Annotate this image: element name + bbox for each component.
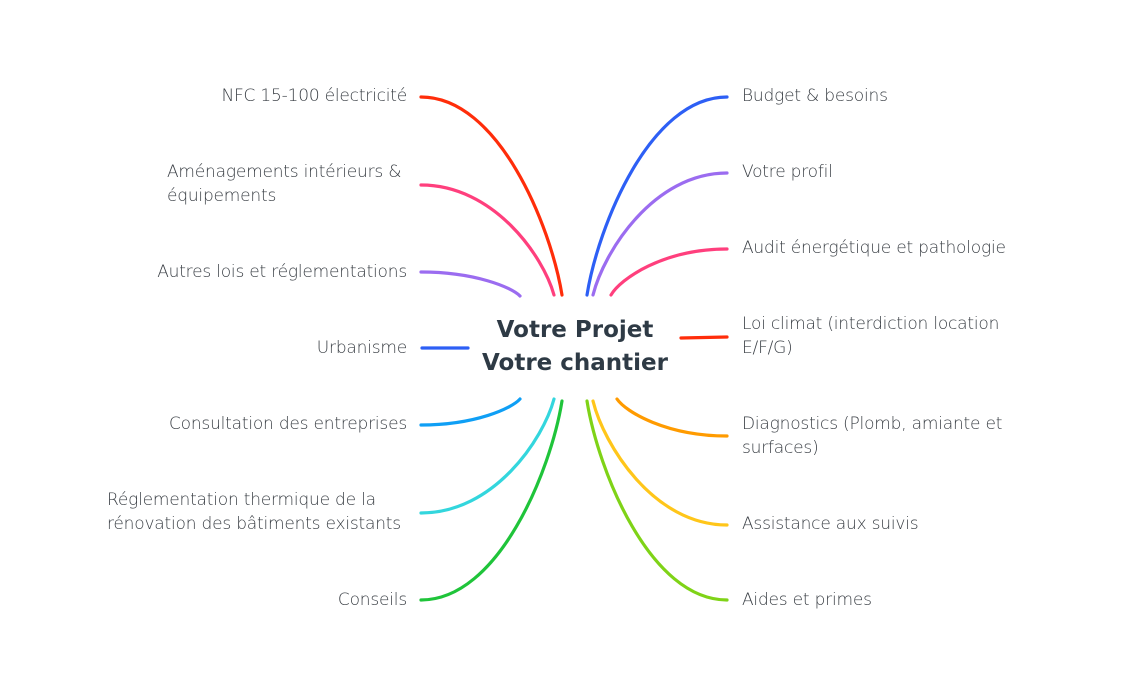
branch-reglementation-thermique[interactable]: Réglementation thermique de la rénovatio… [107, 490, 401, 534]
branch-budget-besoins[interactable]: Budget & besoins [742, 86, 888, 106]
connector-left-2 [419, 270, 522, 298]
branch-aides-primes[interactable]: Aides et primes [742, 590, 872, 610]
branch-conseils[interactable]: Conseils [337, 590, 407, 610]
connector-right-2 [609, 247, 729, 297]
branch-nfc-electricite[interactable]: NFC 15-100 électricité [221, 86, 407, 106]
branch-assistance-suivis[interactable]: Assistance aux suivis [742, 514, 919, 534]
branch-loi-climat[interactable]: Loi climat (interdiction location E/F/G) [742, 314, 1000, 358]
connector-left-4 [419, 397, 522, 427]
connector-left-0 [419, 95, 564, 297]
branch-votre-profil[interactable]: Votre profil [742, 162, 833, 182]
connector-right-3 [679, 335, 729, 340]
connector-right-6 [585, 399, 729, 602]
branch-audit-energetique[interactable]: Audit énergétique et pathologie [742, 238, 1006, 258]
connector-left-1 [419, 183, 556, 297]
central-topic-line-1: Votre Projet [496, 317, 654, 343]
connector-right-0 [585, 95, 729, 297]
connector-left-6 [419, 399, 564, 602]
connector-right-1 [591, 171, 729, 297]
connector-right-4 [615, 397, 729, 438]
connector-left-5 [419, 397, 556, 515]
branch-diagnostics[interactable]: Diagnostics (Plomb, amiante et surfaces) [742, 414, 1003, 458]
branch-amenagements-interieurs[interactable]: Aménagements intérieurs & équipements [167, 162, 402, 206]
central-topic-line-2: Votre chantier [481, 350, 668, 376]
central-topic[interactable]: Votre Projet Votre chantier [470, 314, 680, 380]
branch-urbanisme[interactable]: Urbanisme [316, 338, 407, 358]
connector-right-5 [591, 399, 729, 527]
branch-autres-lois[interactable]: Autres lois et réglementations [157, 262, 407, 282]
branch-consultation-entreprises[interactable]: Consultation des entreprises [168, 414, 407, 434]
